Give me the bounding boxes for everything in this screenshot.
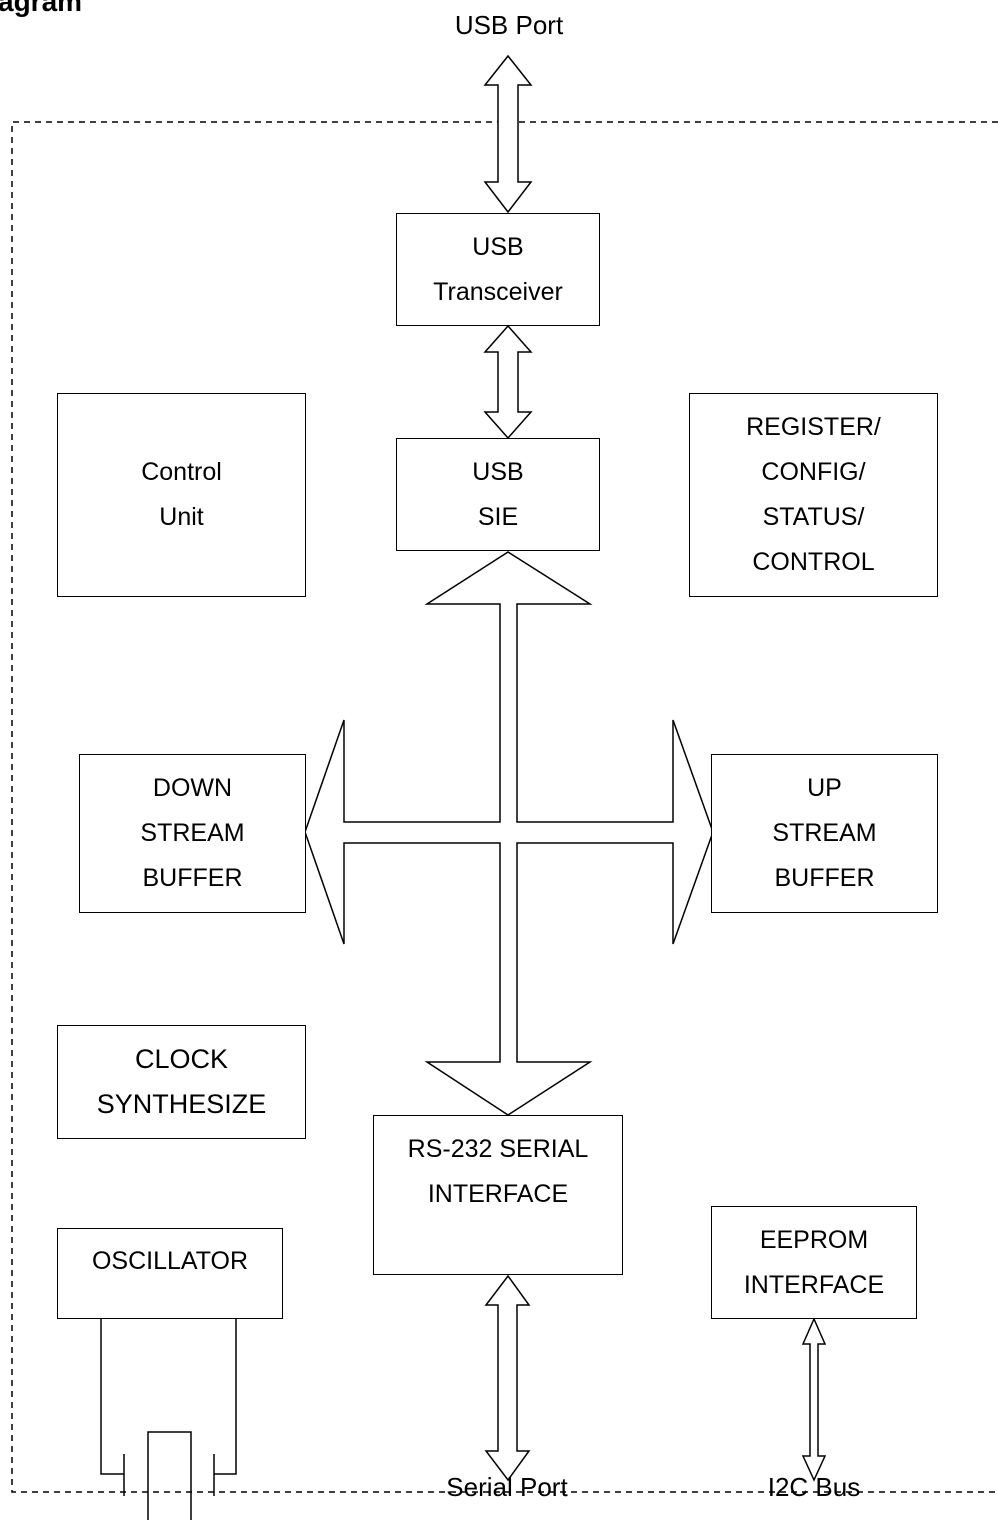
usb-sie-block: USB SIE xyxy=(396,438,600,551)
register-config-status-control-block: REGISTER/ CONFIG/ STATUS/ CONTROL xyxy=(689,393,938,597)
usb-port-label: USB Port xyxy=(454,10,564,40)
control-unit-line-1: Control xyxy=(141,458,222,486)
clock-line-2: SYNTHESIZE xyxy=(96,1089,267,1119)
chip-boundary xyxy=(11,121,998,1493)
usb-transceiver-block: USB Transceiver xyxy=(396,213,600,326)
down-stream-line-1: DOWN xyxy=(152,774,233,802)
rs232-line-2: INTERFACE xyxy=(427,1180,569,1208)
up-stream-buffer-block: UP STREAM BUFFER xyxy=(711,754,938,913)
i2c-bus-label: I2C Bus xyxy=(767,1472,861,1502)
register-line-2: CONFIG/ xyxy=(761,458,866,486)
diagram-title: agram xyxy=(0,0,83,17)
oscillator-label: OSCILLATOR xyxy=(91,1247,249,1275)
serial-port-label: Serial Port xyxy=(446,1472,568,1502)
crystal-symbol xyxy=(100,1318,237,1520)
eeprom-line-2: INTERFACE xyxy=(743,1270,885,1299)
eeprom-interface-block: EEPROM INTERFACE xyxy=(711,1206,917,1319)
up-stream-line-2: STREAM xyxy=(772,819,877,847)
register-line-1: REGISTER/ xyxy=(746,413,881,441)
clock-synthesize-block: CLOCK SYNTHESIZE xyxy=(57,1025,306,1139)
up-stream-line-3: BUFFER xyxy=(774,864,875,892)
clock-line-1: CLOCK xyxy=(134,1044,229,1074)
down-stream-line-2: STREAM xyxy=(140,819,245,847)
usb-sie-line-1: USB xyxy=(472,457,524,486)
control-unit-block: Control Unit xyxy=(57,393,306,597)
internal-bus-arrow xyxy=(304,551,714,1116)
usb-sie-line-2: SIE xyxy=(477,502,519,531)
register-line-3: STATUS/ xyxy=(762,503,865,531)
rs232-serial-interface-block: RS-232 SERIAL INTERFACE xyxy=(373,1115,623,1275)
control-unit-line-2: Unit xyxy=(159,503,204,531)
down-stream-line-3: BUFFER xyxy=(142,864,243,892)
usb-port-arrow xyxy=(483,54,533,214)
serial-port-arrow xyxy=(484,1274,531,1482)
transceiver-sie-arrow xyxy=(483,324,533,440)
usb-transceiver-line-2: Transceiver xyxy=(433,277,563,306)
up-stream-line-1: UP xyxy=(807,774,842,802)
i2c-bus-arrow xyxy=(801,1317,827,1482)
rs232-line-1: RS-232 SERIAL xyxy=(407,1135,589,1163)
down-stream-buffer-block: DOWN STREAM BUFFER xyxy=(79,754,306,913)
usb-transceiver-line-1: USB xyxy=(472,232,524,261)
register-line-4: CONTROL xyxy=(752,548,875,576)
oscillator-block: OSCILLATOR xyxy=(57,1228,283,1319)
eeprom-line-1: EEPROM xyxy=(759,1225,869,1254)
